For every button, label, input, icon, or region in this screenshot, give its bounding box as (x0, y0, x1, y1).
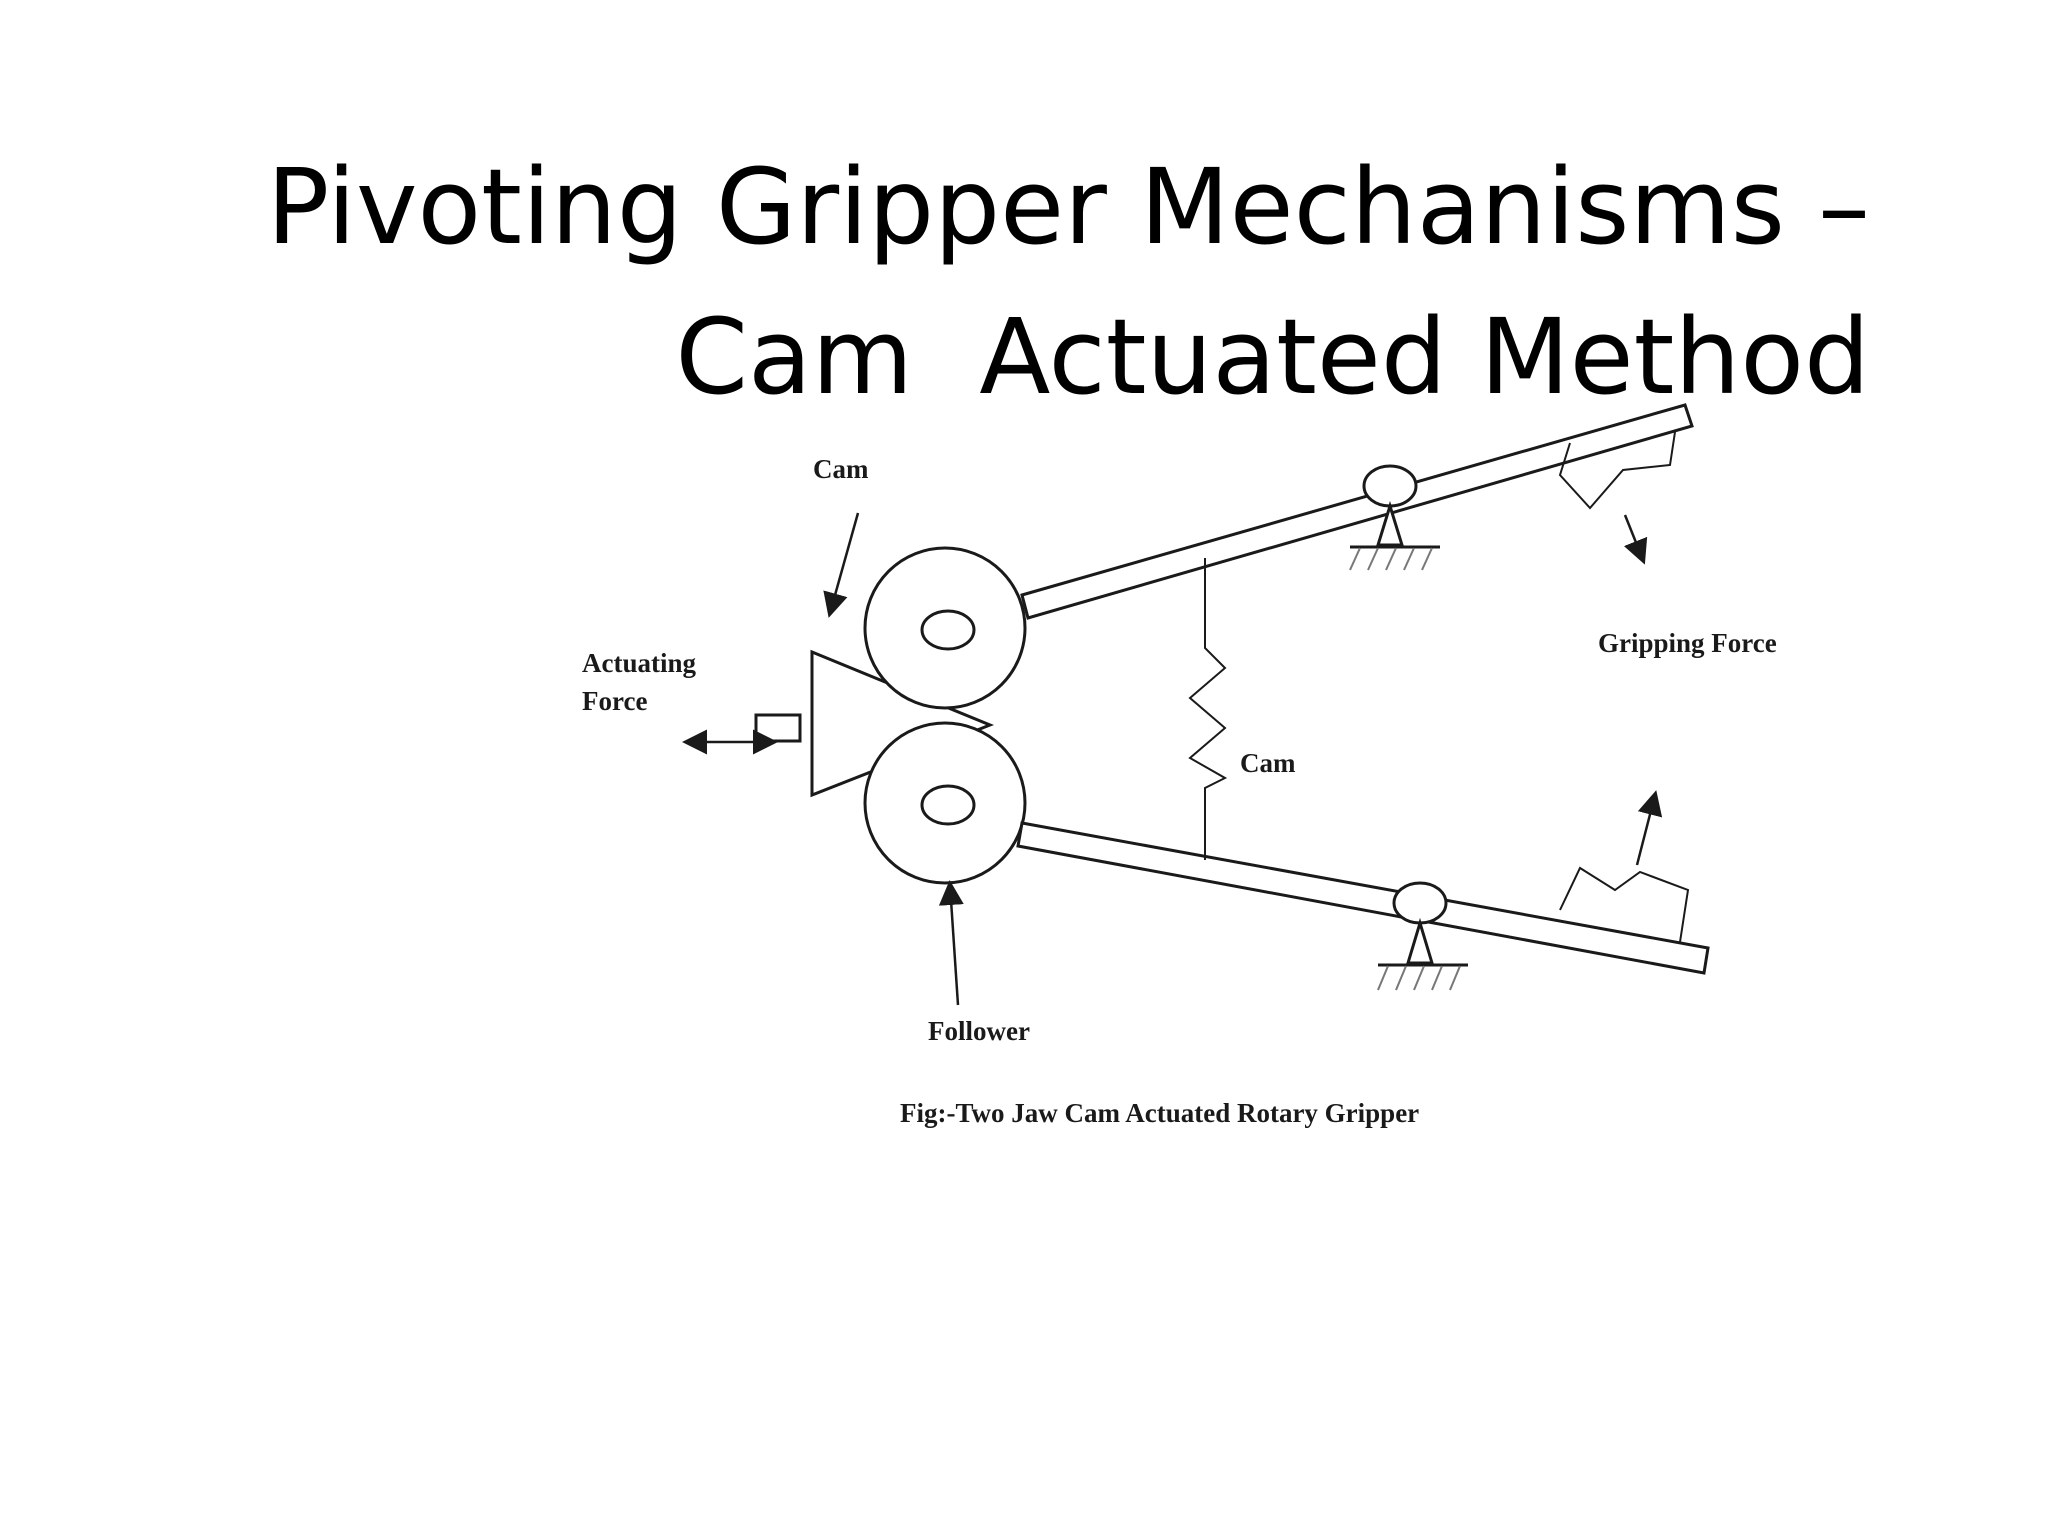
gripping-force-arrow-upper (1623, 514, 1648, 565)
lower-pivot (1392, 881, 1448, 925)
follower-arrow (938, 880, 964, 1006)
cam-arrow (823, 512, 860, 618)
label-follower: Follower (928, 1016, 1030, 1046)
lower-follower-roller (863, 721, 1027, 885)
label-cam-top: Cam (813, 454, 869, 484)
title-line-2: Cam Actuated Method (675, 295, 1870, 418)
spring (1188, 558, 1228, 860)
upper-pivot (1362, 464, 1418, 508)
title-line-1: Pivoting Gripper Mechanisms – (266, 145, 1870, 268)
upper-jaw-arm (1020, 403, 1694, 620)
actuator-rod (754, 713, 802, 743)
gripper-diagram: Cam Actuating Force Cam Gripping Force F… (560, 380, 1880, 1160)
gripping-force-arrow-lower (1635, 790, 1663, 866)
label-force: Force (582, 686, 647, 716)
upper-follower-roller (863, 546, 1027, 710)
upper-pivot-support (1375, 500, 1405, 547)
upper-gripper-pad (1558, 431, 1676, 510)
lower-roller-pin (920, 784, 976, 826)
lower-gripper-pad (1559, 866, 1690, 943)
figure-caption: Fig:-Two Jaw Cam Actuated Rotary Gripper (900, 1098, 1419, 1128)
gripper-diagram-svg: Cam Actuating Force Cam Gripping Force F… (582, 403, 1777, 1128)
lower-jaw-arm (1016, 821, 1710, 975)
label-cam-spring: Cam (1240, 748, 1296, 778)
slide-title: Pivoting Gripper Mechanisms – Cam Actuat… (200, 132, 1870, 432)
upper-roller-pin (920, 609, 976, 651)
lower-pivot-support (1405, 917, 1435, 965)
label-actuating: Actuating (582, 648, 696, 678)
ground-hatching (1349, 547, 1461, 991)
label-gripping-force: Gripping Force (1598, 628, 1777, 658)
